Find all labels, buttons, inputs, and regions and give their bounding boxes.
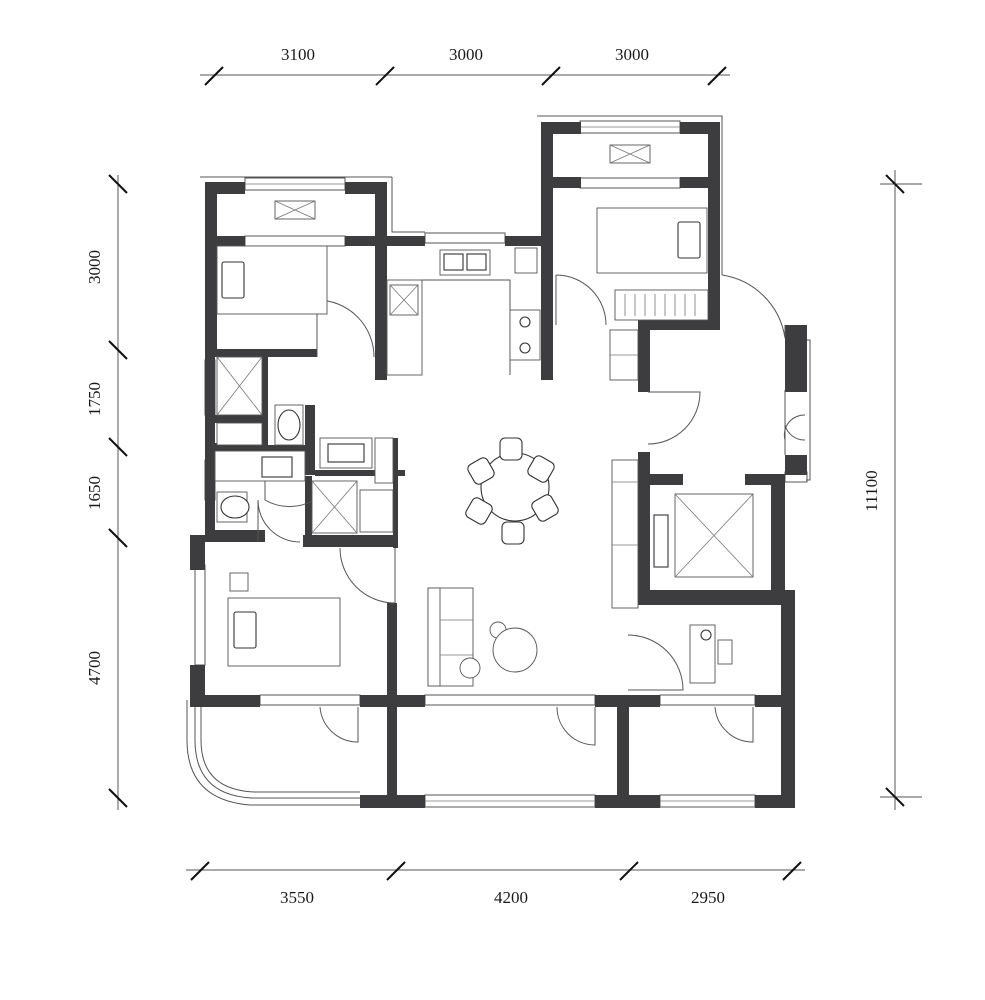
dim-bottom-2: 4200 [494,888,528,907]
bedroom-top-left-furniture [216,200,328,315]
dim-bottom-3: 2950 [691,888,725,907]
dim-left-4: 4700 [85,651,104,685]
dim-left-2: 1750 [85,382,104,416]
dim-left-3: 1650 [85,476,104,510]
dim-right-total: 11100 [862,470,881,511]
dim-top-3: 3000 [615,45,649,64]
bathroom-furniture [214,356,394,534]
dim-bottom-1: 3550 [280,888,314,907]
top-dimension-line: 3100 3000 3000 [200,45,730,86]
left-dimension-line: 3000 1750 1650 4700 [85,174,128,810]
living-room-furniture [427,587,538,687]
study-furniture [689,624,733,684]
kitchen-furniture [386,247,541,376]
doors [257,274,806,746]
elevator [611,459,754,609]
bedroom-top-right-furniture [596,144,709,381]
dim-top-1: 3100 [281,45,315,64]
bedroom-bottom-left-furniture [227,572,341,667]
walls [190,122,807,808]
dining-table [465,437,559,545]
right-dimension-line: 11100 [862,170,922,810]
bottom-dimension-line: 3550 4200 2950 [186,861,805,907]
dim-left-1: 3000 [85,250,104,284]
dim-top-2: 3000 [449,45,483,64]
